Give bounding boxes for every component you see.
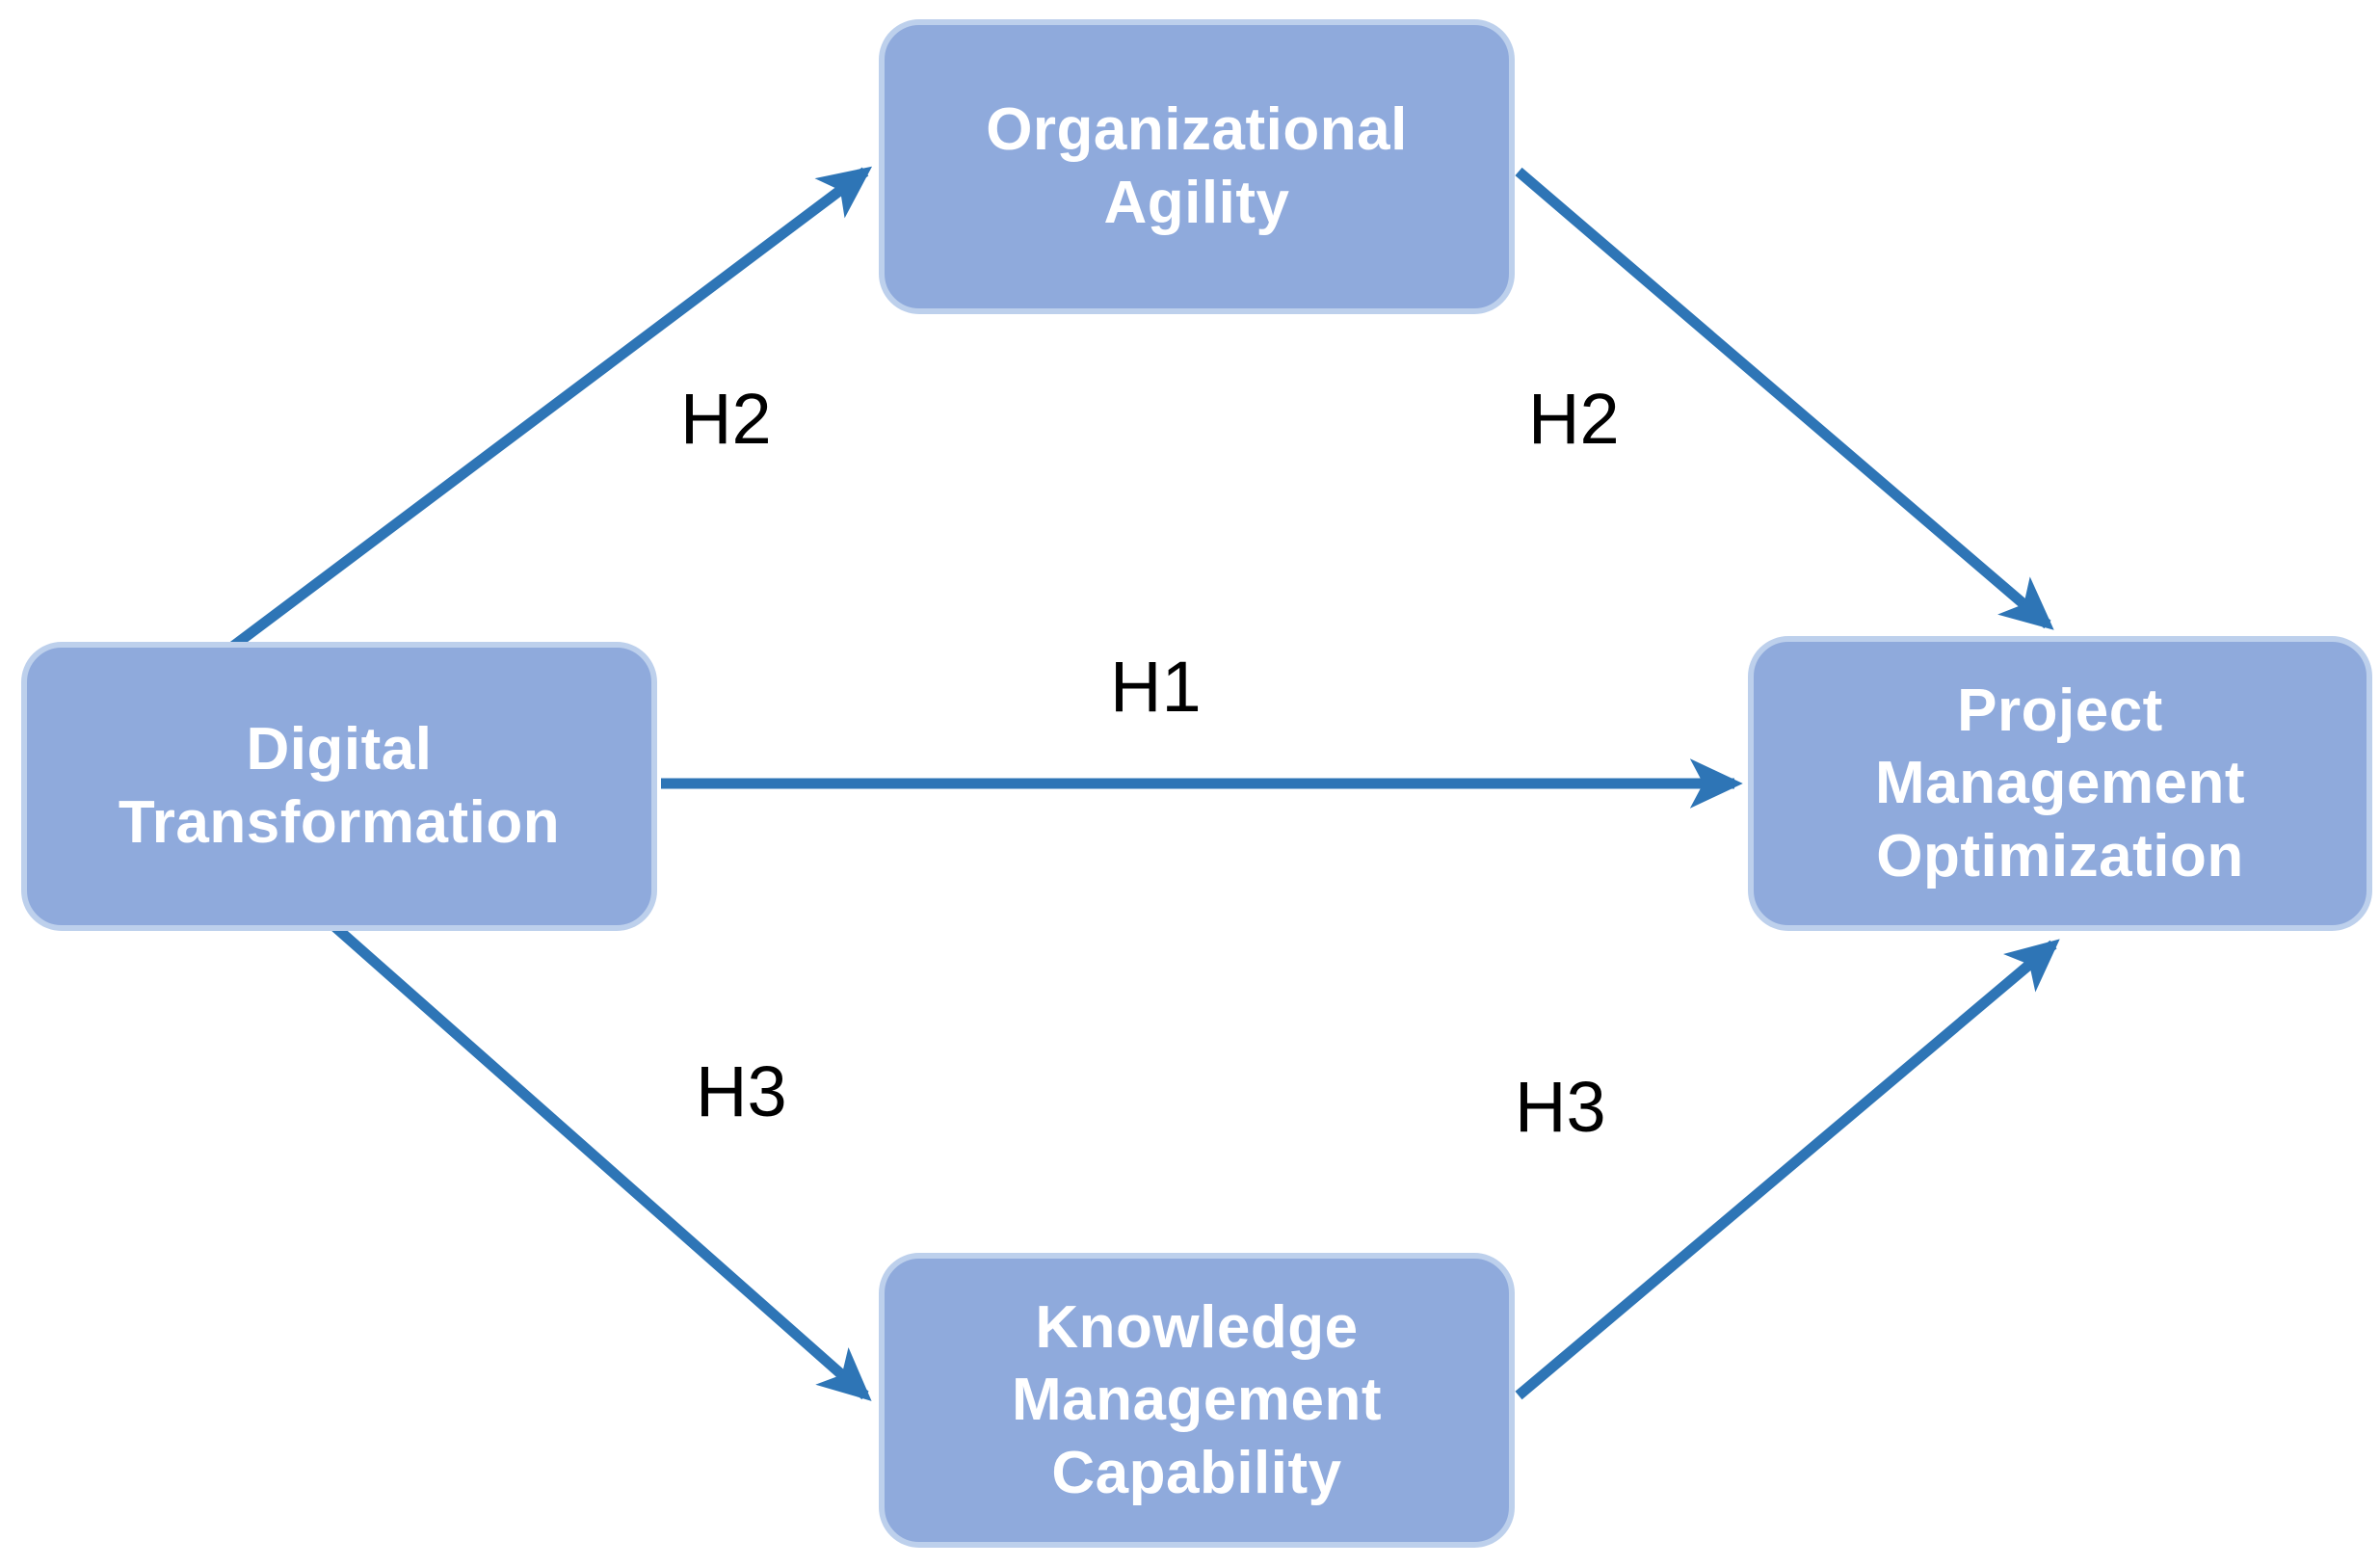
edge-label-h1: H1 [1110, 647, 1202, 727]
node-organizational-agility-label: Organizational Agility [986, 96, 1408, 236]
edge-h3-b-line [1515, 939, 2060, 1400]
edge-label-h2-a: H2 [680, 379, 772, 459]
node-knowledge-management-capability[interactable]: Knowledge Management Capability [879, 1253, 1515, 1548]
node-digital-transformation[interactable]: Digital Transformation [21, 642, 657, 931]
edge-h2-b-line [1515, 167, 2054, 630]
node-project-management-optimization[interactable]: Project Management Optimization [1748, 636, 2372, 931]
edge-h2-a-line [227, 166, 873, 652]
edge-label-h3-a: H3 [696, 1051, 787, 1131]
edge-h3-a-line [331, 922, 872, 1401]
node-digital-transformation-label: Digital Transformation [118, 716, 561, 856]
edge-label-h3-b: H3 [1515, 1067, 1606, 1147]
node-organizational-agility[interactable]: Organizational Agility [879, 19, 1515, 314]
node-project-management-optimization-label: Project Management Optimization [1875, 677, 2245, 890]
edge-label-h2-b: H2 [1528, 379, 1620, 459]
node-knowledge-management-capability-label: Knowledge Management Capability [1012, 1293, 1382, 1506]
